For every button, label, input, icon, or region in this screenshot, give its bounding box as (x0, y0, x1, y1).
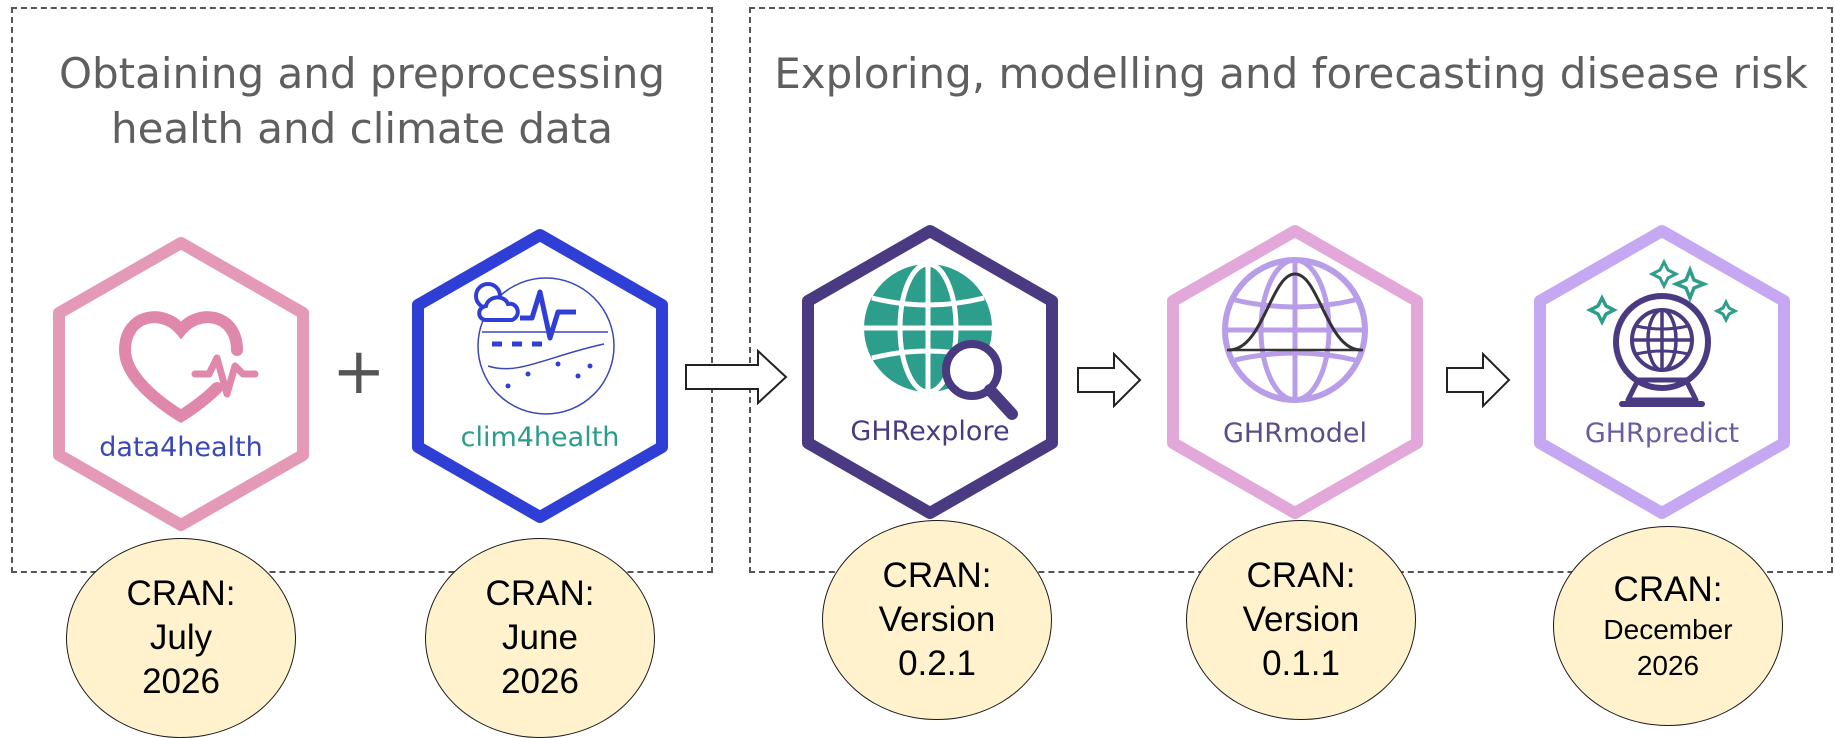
flow-arrow-icon (1446, 352, 1511, 408)
release-line2: December (1603, 614, 1733, 645)
release-line1: CRAN: (1246, 556, 1356, 595)
ghrexplore-hex-logo: GHRexplore (798, 222, 1062, 522)
release-line1: CRAN: (882, 556, 992, 595)
globe-magnifier-icon (864, 261, 1018, 420)
section-title-line2: health and climate data (110, 104, 613, 153)
crystal-ball-globe-icon (1613, 293, 1711, 407)
package-label: GHRpredict (1584, 418, 1740, 449)
package-label: data4health (99, 432, 263, 463)
flow-arrow-icon (1077, 352, 1142, 408)
ghrpredict-hex-shape (1534, 225, 1790, 519)
package-label: clim4health (460, 422, 620, 453)
release-line2: Version (1242, 600, 1360, 639)
release-line3: 2026 (142, 662, 220, 701)
release-line2: Version (878, 600, 996, 639)
ghrexplore-hex-shape (802, 225, 1058, 519)
heart-pulse-icon (118, 311, 259, 423)
ghrmodel-hex-logo: GHRmodel (1163, 222, 1427, 522)
clim4health-hex-shape (412, 229, 668, 523)
ghrpredict-hex-logo: GHRpredict (1530, 222, 1794, 522)
flow-arrow-icon (685, 349, 788, 405)
cran-release-note: CRAN: Version 0.2.1 (822, 520, 1052, 720)
cran-release-note: CRAN: December 2026 (1553, 526, 1783, 726)
release-line1: CRAN: (126, 574, 236, 613)
data4health-hex-shape (53, 237, 309, 531)
section-title-line1: Obtaining and preprocessing (58, 49, 666, 98)
plus-sign: + (332, 335, 386, 409)
release-line3: 0.1.1 (1262, 644, 1340, 683)
weather-graph-icon (474, 277, 615, 415)
release-line2: June (502, 618, 578, 657)
preprocessing-section-box (11, 7, 713, 573)
sparkle-icon (1586, 258, 1739, 326)
cran-release-note: CRAN: July 2026 (66, 538, 296, 738)
release-line1: CRAN: (1613, 570, 1723, 609)
package-label: GHRmodel (1222, 418, 1368, 449)
release-line3: 2026 (1636, 650, 1700, 681)
data4health-hex-logo: data4health (49, 234, 313, 534)
globe-bell-curve-icon (1222, 257, 1368, 403)
cran-release-note: CRAN: Version 0.1.1 (1186, 520, 1416, 720)
release-line1: CRAN: (485, 574, 595, 613)
package-label: GHRexplore (850, 416, 1010, 447)
cran-release-note: CRAN: June 2026 (425, 538, 655, 738)
release-line2: July (149, 618, 213, 657)
release-line3: 0.2.1 (898, 644, 976, 683)
modelling-section-title: Exploring, modelling and forecasting dis… (774, 49, 1808, 98)
release-line3: 2026 (501, 662, 579, 701)
ghrmodel-hex-shape (1167, 225, 1423, 519)
preprocessing-section-title: Obtaining and preprocessing health and c… (11, 46, 713, 156)
clim4health-hex-logo: clim4health (408, 226, 672, 526)
